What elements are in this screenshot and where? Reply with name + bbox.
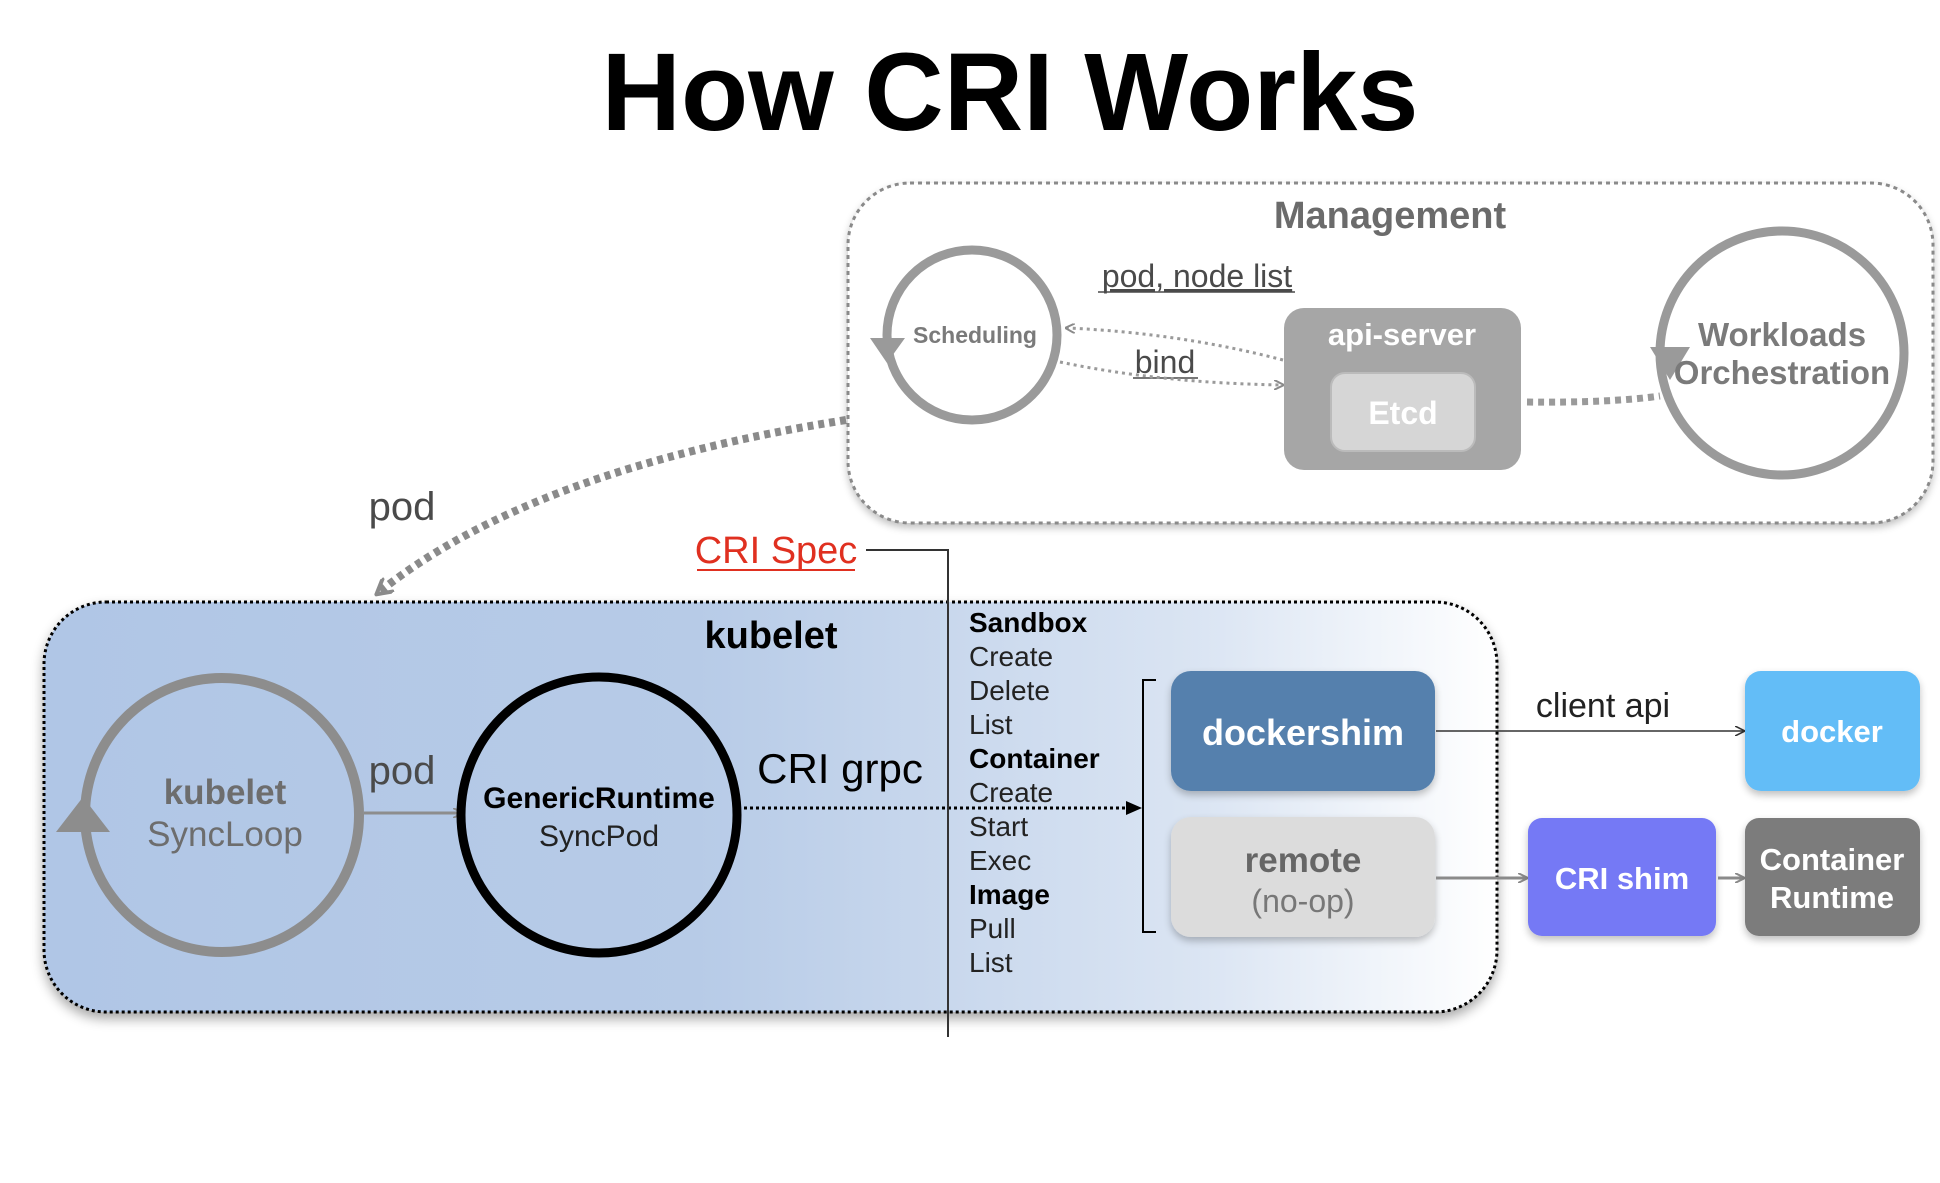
dockershim-box: [1171, 671, 1435, 791]
spec-method-item: Start: [969, 811, 1028, 842]
cri-grpc-label: CRI grpc: [757, 745, 923, 792]
container-runtime-label-line2: Runtime: [1770, 880, 1894, 915]
remote-label: remote: [1245, 841, 1362, 880]
docker-label: docker: [1781, 714, 1883, 749]
cri-spec-label[interactable]: CRI Spec: [695, 530, 858, 572]
container-runtime-box: [1745, 818, 1920, 936]
cri-spec-method-list: SandboxCreateDeleteListContainerCreateSt…: [969, 607, 1100, 978]
spec-method-item: Delete: [969, 675, 1050, 706]
syncloop-arrowhead: [56, 797, 110, 832]
bind-arrow: [1059, 360, 1282, 385]
workloads-label-line1: Workloads: [1698, 316, 1866, 353]
pod-to-kubelet-label: pod: [369, 485, 436, 529]
workloads-label-line2: Orchestration: [1674, 354, 1890, 391]
docker-box: [1745, 671, 1920, 791]
bind-label: bind: [1135, 344, 1196, 380]
scheduling-loop-arrowhead: [870, 338, 905, 363]
spec-method-item: Exec: [969, 845, 1031, 876]
management-label: Management: [1274, 195, 1507, 237]
pod-node-list-label: pod, node list: [1102, 258, 1292, 294]
api-server-label: api-server: [1328, 317, 1476, 352]
spec-group-heading: Sandbox: [969, 607, 1088, 638]
spec-group-heading: Image: [969, 879, 1050, 910]
cri-shim-box: [1528, 818, 1716, 936]
pod-node-list-arrow: [1067, 328, 1284, 362]
management-group: Management Scheduling pod, node list bin…: [846, 181, 1935, 525]
client-api-label: client api: [1536, 687, 1670, 725]
kubelet-label: kubelet: [704, 615, 837, 657]
api-to-workloads-connector: [1526, 392, 1661, 406]
syncloop-title: kubelet: [164, 773, 287, 812]
shim-bracket: [1142, 679, 1156, 933]
spec-method-item: Pull: [969, 913, 1016, 944]
scheduling-label: Scheduling: [913, 322, 1037, 348]
generic-runtime-label: GenericRuntime: [483, 782, 715, 815]
spec-method-item: Create: [969, 641, 1053, 672]
generic-runtime-circle: [456, 672, 742, 958]
remote-sub-label: (no-op): [1251, 883, 1354, 919]
scheduling-loop: [882, 245, 1062, 425]
syncloop-sub: SyncLoop: [147, 815, 303, 854]
cri-spec-line: [866, 549, 949, 1037]
kubelet-group: kubelet kubelet SyncLoop pod GenericRunt…: [42, 600, 1499, 1014]
spec-method-item: List: [969, 709, 1013, 740]
cri-shim-label: CRI shim: [1555, 861, 1689, 896]
syncpod-label: SyncPod: [539, 820, 659, 853]
workloads-loop-arrowhead: [1650, 347, 1690, 380]
remote-box: [1171, 817, 1435, 937]
spec-method-item: List: [969, 947, 1013, 978]
container-runtime-label-line1: Container: [1760, 842, 1905, 877]
page-title: How CRI Works: [602, 31, 1419, 154]
etcd-label: Etcd: [1368, 395, 1437, 431]
spec-method-item: Create: [969, 777, 1053, 808]
etcd-box: [1330, 372, 1476, 452]
dockershim-label: dockershim: [1202, 712, 1404, 753]
pod-arrow-label: pod: [369, 749, 436, 793]
spec-group-heading: Container: [969, 743, 1100, 774]
